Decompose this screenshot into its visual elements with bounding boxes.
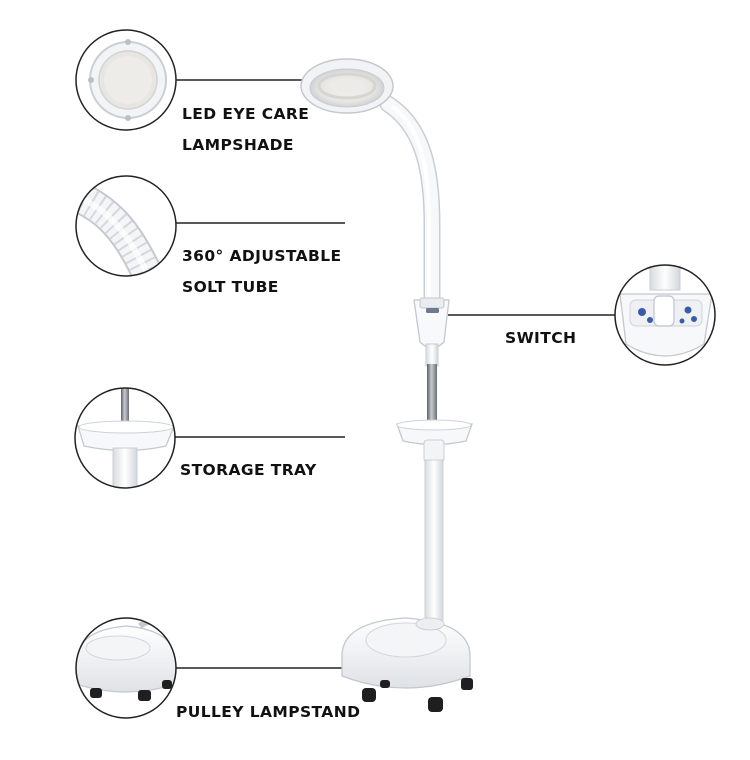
- led-lampshade-label-line1: LED EYE CARE: [182, 105, 310, 123]
- adjustable-tube-label-line2: SOLT TUBE: [182, 278, 279, 296]
- adjustable-tube-label: 360° ADJUSTABLE SOLT TUBE: [182, 241, 342, 303]
- leader-lines: [175, 79, 616, 669]
- pulley-lampstand-label: PULLEY LAMPSTAND: [176, 697, 360, 728]
- adjustable-tube-label-line1: 360° ADJUSTABLE: [182, 247, 342, 265]
- gooseneck-tube-detail-icon: [75, 175, 177, 277]
- tray-detail-icon: [74, 387, 176, 489]
- storage-tray-label-text: STORAGE TRAY: [180, 461, 317, 479]
- pulley-lampstand-label-text: PULLEY LAMPSTAND: [176, 703, 361, 721]
- led-lampshade-label: LED EYE CARE LAMPSHADE: [182, 99, 309, 161]
- led-lampshade-label-line2: LAMPSHADE: [182, 136, 294, 154]
- storage-tray-label: STORAGE TRAY: [180, 455, 317, 486]
- lamp-product: [300, 58, 473, 712]
- wheeled-base-detail-icon: [75, 617, 177, 719]
- switch-label-text: SWITCH: [505, 329, 577, 347]
- switch-detail-icon: [614, 264, 716, 366]
- switch-label: SWITCH: [505, 323, 576, 354]
- lampshade-detail-icon: [75, 29, 177, 131]
